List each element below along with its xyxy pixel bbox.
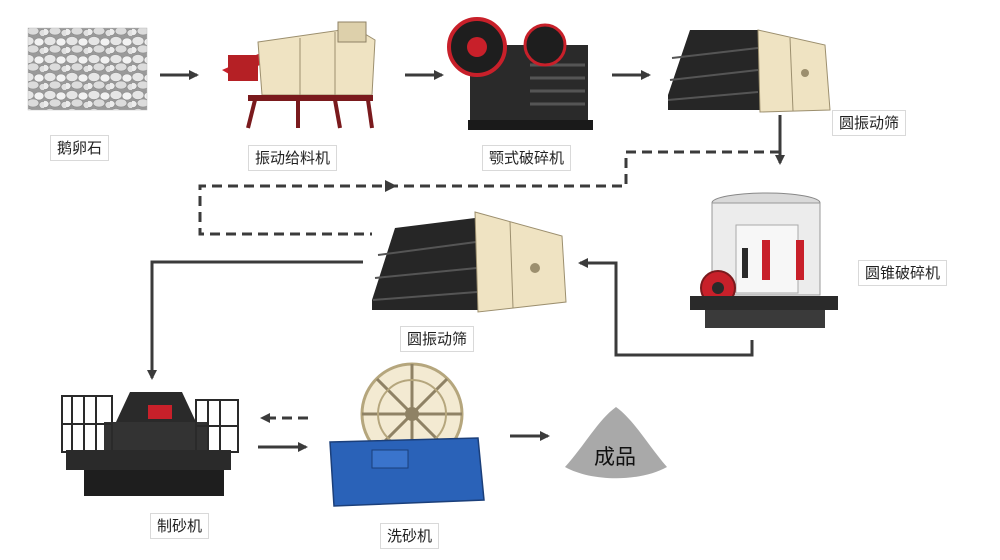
- label-finished-product: 成品: [594, 445, 636, 469]
- pebbles-icon: [27, 27, 148, 111]
- return-arrows: [198, 150, 780, 423]
- cone-crusher-icon: [690, 192, 838, 328]
- label-sand-washer: 洗砂机: [380, 523, 440, 549]
- arrowhead-on-dashed-loop: [385, 180, 397, 192]
- flow-arrows: [147, 70, 785, 452]
- label-cone-crusher: 圆锥破碎机: [858, 260, 948, 286]
- label-circular-screen-1: 圆振动筛: [832, 110, 907, 136]
- arrow-cone-to-screen2: [578, 258, 754, 357]
- label-vibrating-feeder: 振动给料机: [248, 145, 338, 171]
- label-sand-maker: 制砂机: [150, 513, 210, 539]
- arrow-screen2-to-sandmaker: [147, 260, 363, 380]
- label-jaw-crusher: 颚式破碎机: [482, 145, 572, 171]
- vibrating-feeder-icon: [222, 21, 376, 129]
- product-pile-icon: [565, 407, 667, 479]
- label-pebbles: 鹅卵石: [50, 135, 110, 161]
- label-circular-screen-2: 圆振动筛: [400, 326, 475, 352]
- sand-washer-icon: [329, 362, 485, 507]
- vibrating-screen-icon-top: [667, 29, 831, 113]
- sand-making-machine-icon: [61, 392, 239, 496]
- vibrating-screen-icon-middle: [372, 211, 567, 313]
- jaw-crusher-icon: [447, 17, 593, 130]
- dashed-return-loop: [198, 150, 780, 236]
